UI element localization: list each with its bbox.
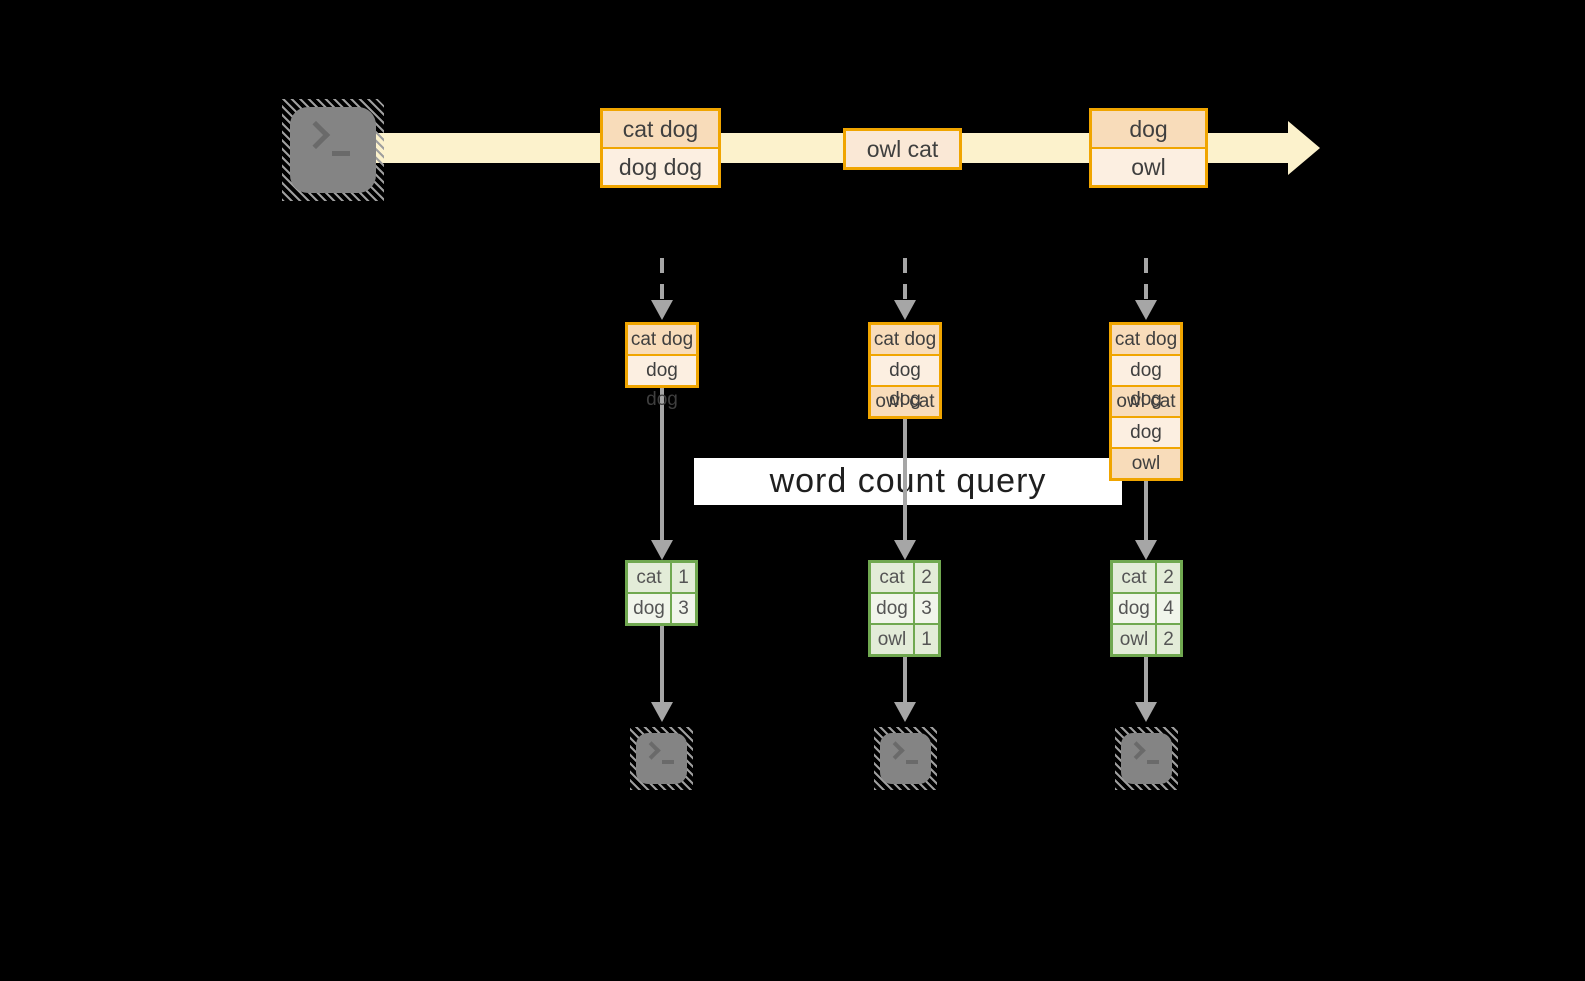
result-count: 1: [670, 563, 695, 592]
input-row: dog dog: [871, 354, 939, 410]
dashed-arrow-line: [1144, 258, 1148, 300]
result-count: 3: [913, 594, 938, 623]
input-table-2: cat dog dog dog owl cat: [868, 322, 942, 419]
result-row: dog 4: [1113, 592, 1180, 623]
result-row: dog 3: [871, 592, 938, 623]
dashed-arrow-head-icon: [1135, 300, 1157, 320]
result-word: dog: [1113, 594, 1155, 623]
terminal-body: [880, 733, 931, 784]
result-count: 1: [913, 625, 938, 654]
batch-line: owl: [1092, 147, 1205, 185]
terminal-underscore-icon: [662, 760, 674, 764]
dashed-arrow-line: [660, 258, 664, 300]
result-table-3: cat 2 dog 4 owl 2: [1110, 560, 1183, 657]
input-table-3: cat dog dog dog owl cat dog owl: [1109, 322, 1183, 481]
input-row: owl cat: [1112, 385, 1180, 416]
terminal-underscore-icon: [1147, 760, 1159, 764]
batch-line: cat dog: [603, 111, 718, 147]
result-row: cat 2: [871, 563, 938, 592]
result-table-1: cat 1 dog 3: [625, 560, 698, 626]
terminal-icon: [1115, 727, 1178, 790]
terminal-body: [290, 107, 376, 193]
output-arrow-head-icon: [651, 702, 673, 722]
terminal-body: [636, 733, 687, 784]
output-arrow-head-icon: [1135, 702, 1157, 722]
batch-line: owl cat: [846, 131, 959, 167]
output-arrow-line: [660, 626, 664, 704]
batch-line: dog: [1092, 111, 1205, 147]
result-count: 2: [1155, 625, 1180, 654]
dashed-arrow-head-icon: [894, 300, 916, 320]
query-arrow-line: [1144, 481, 1148, 540]
output-arrow-head-icon: [894, 702, 916, 722]
input-row: cat dog: [628, 325, 696, 354]
query-arrow-head-icon: [651, 540, 673, 560]
query-arrow-head-icon: [1135, 540, 1157, 560]
result-word: cat: [871, 563, 913, 592]
result-count: 3: [670, 594, 695, 623]
terminal-chevron-icon: [642, 741, 661, 760]
input-row: dog dog: [628, 354, 696, 410]
result-word: dog: [628, 594, 670, 623]
dashed-arrow-head-icon: [651, 300, 673, 320]
result-row: cat 1: [628, 563, 695, 592]
result-word: dog: [871, 594, 913, 623]
result-row: dog 3: [628, 592, 695, 623]
terminal-chevron-icon: [1127, 741, 1146, 760]
result-word: cat: [628, 563, 670, 592]
query-arrow-line: [903, 419, 907, 540]
result-count: 2: [913, 563, 938, 592]
query-arrow-head-icon: [894, 540, 916, 560]
query-label-band: word count query: [694, 458, 1122, 505]
output-arrow-line: [1144, 657, 1148, 704]
terminal-icon: [874, 727, 937, 790]
result-row: owl 1: [871, 623, 938, 654]
input-row: cat dog: [871, 325, 939, 354]
terminal-chevron-icon: [301, 120, 331, 150]
result-row: owl 2: [1113, 623, 1180, 654]
terminal-icon: [630, 727, 693, 790]
result-word: owl: [871, 625, 913, 654]
input-row: owl cat: [871, 385, 939, 416]
output-arrow-line: [903, 657, 907, 704]
terminal-chevron-icon: [886, 741, 905, 760]
batch-line: dog dog: [603, 147, 718, 185]
input-row: dog: [1112, 416, 1180, 447]
result-count: 2: [1155, 563, 1180, 592]
result-word: owl: [1113, 625, 1155, 654]
input-table-1: cat dog dog dog: [625, 322, 699, 410]
dashed-arrow-line: [903, 258, 907, 300]
terminal-body: [1121, 733, 1172, 784]
input-row: owl: [1112, 447, 1180, 478]
terminal-underscore-icon: [332, 151, 350, 156]
result-row: cat 2: [1113, 563, 1180, 592]
result-word: cat: [1113, 563, 1155, 592]
query-arrow-line: [660, 388, 664, 540]
result-table-2: cat 2 dog 3 owl 1: [868, 560, 941, 657]
input-row: cat dog: [1112, 325, 1180, 354]
input-row: dog dog: [1112, 354, 1180, 410]
terminal-icon: [282, 99, 384, 201]
terminal-underscore-icon: [906, 760, 918, 764]
result-count: 4: [1155, 594, 1180, 623]
stream-arrow-head: [1288, 121, 1320, 175]
stream-batch-1: cat dog dog dog: [600, 108, 721, 188]
stream-batch-2: owl cat: [843, 128, 962, 170]
stream-batch-3: dog owl: [1089, 108, 1208, 188]
